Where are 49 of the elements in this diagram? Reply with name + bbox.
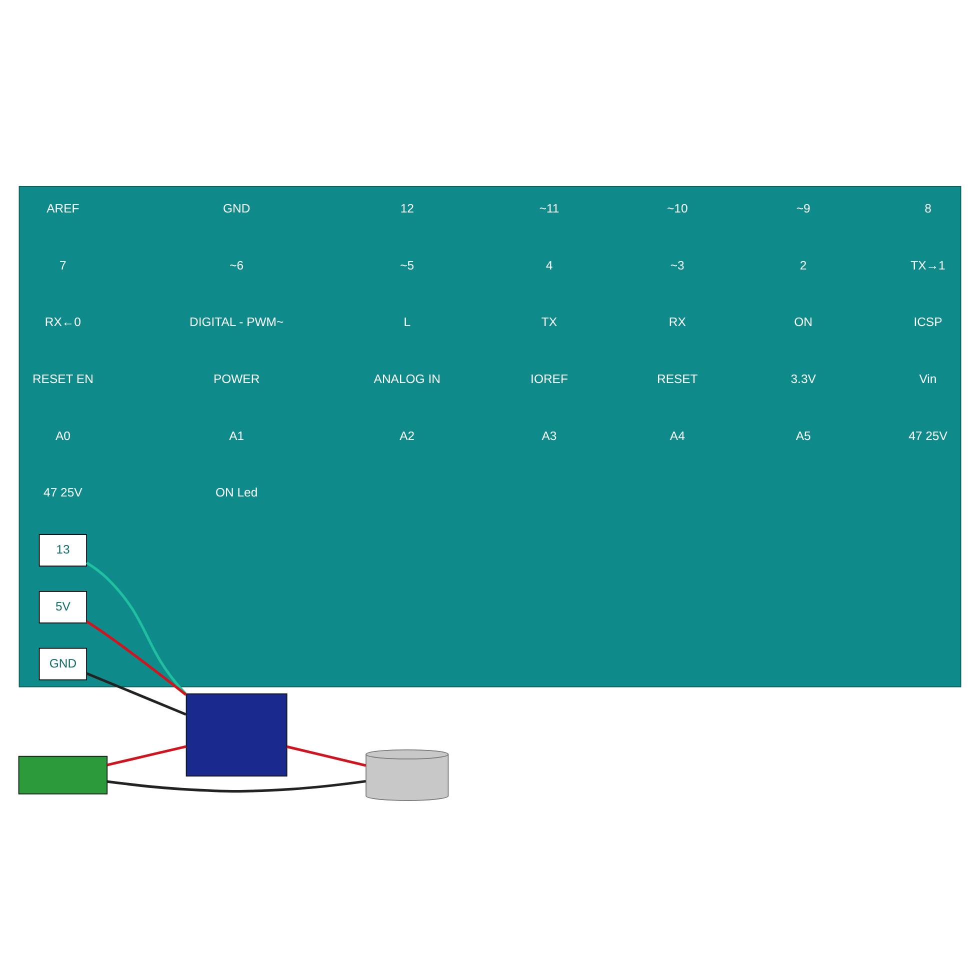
label: RX←0	[44, 315, 81, 330]
label: ~10	[667, 201, 688, 216]
label: A1	[229, 428, 244, 443]
label: RX	[668, 315, 686, 330]
label: 2	[800, 258, 807, 272]
label: Vin	[919, 372, 937, 386]
label: ON Led	[215, 486, 258, 500]
node-box	[186, 693, 288, 776]
label: DIGITAL - PWM~	[189, 315, 284, 330]
connector	[107, 780, 366, 793]
label: RESET EN	[32, 372, 94, 386]
label: 47 25V	[908, 428, 948, 443]
label: IOREF	[530, 372, 568, 386]
label: ~6	[230, 258, 244, 272]
node-box	[18, 756, 108, 794]
label: ~9	[796, 201, 810, 216]
connector	[286, 745, 366, 767]
label: ON	[794, 315, 813, 330]
label: ~5	[400, 258, 414, 272]
connector	[86, 562, 188, 696]
label: A2	[400, 428, 415, 443]
label: A3	[542, 428, 557, 443]
label: TX→1	[910, 258, 946, 272]
cluster	[18, 186, 962, 688]
node-box: GND	[38, 648, 87, 680]
label: 3.3V	[790, 372, 816, 386]
label: RESET	[656, 372, 698, 386]
label: A0	[55, 428, 70, 443]
label: A5	[796, 428, 811, 443]
label: AREF	[46, 201, 80, 216]
label: 8	[924, 201, 932, 216]
label: 12	[400, 201, 414, 216]
connector	[86, 620, 187, 696]
label: ~3	[670, 258, 684, 272]
label: ICSP	[914, 315, 942, 330]
label: 4	[546, 258, 553, 272]
label: POWER	[213, 372, 260, 386]
label: ANALOG IN	[374, 372, 440, 386]
label: 7	[60, 258, 66, 272]
connector	[86, 672, 186, 716]
label: GND	[222, 201, 250, 216]
connector	[106, 745, 187, 766]
label: 47 25V	[44, 486, 82, 500]
label: A4	[670, 428, 685, 443]
label: L	[404, 315, 411, 330]
node-box: 5V	[38, 591, 87, 624]
label: TX	[541, 315, 558, 330]
label: ~11	[539, 201, 560, 216]
node-box: 13	[38, 534, 87, 567]
